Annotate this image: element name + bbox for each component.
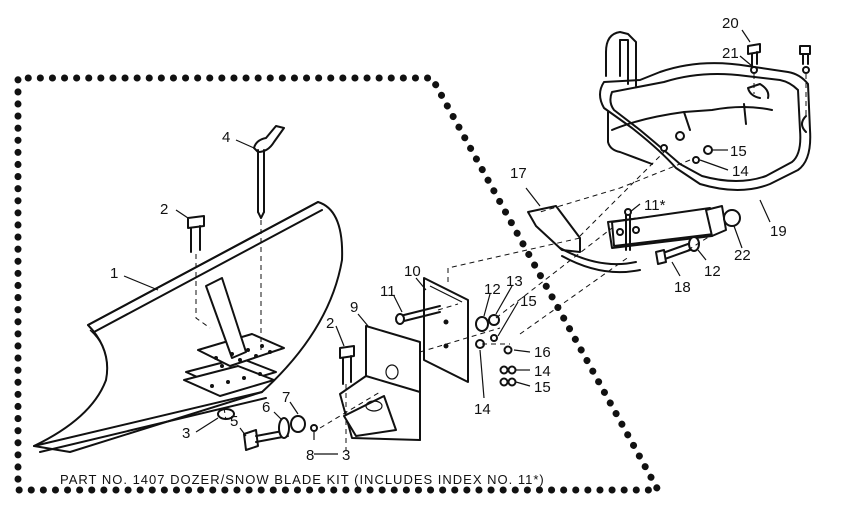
callout-15-plate: 15 xyxy=(520,293,537,310)
callout-16: 16 xyxy=(534,344,551,361)
callout-8: 8 xyxy=(306,447,314,464)
hitch-frame xyxy=(599,31,812,191)
callout-2-blade: 2 xyxy=(160,201,168,218)
pin-11-star xyxy=(624,208,632,251)
bolt-right-top xyxy=(799,45,811,74)
bolt-18 xyxy=(655,236,700,265)
blade-bracket xyxy=(339,325,421,441)
blade-mount-plates xyxy=(183,277,285,397)
callout-15-frame: 15 xyxy=(730,143,747,160)
assembly-centerlines xyxy=(195,74,807,450)
callout-17: 17 xyxy=(510,165,527,182)
callout-11-star: 11* xyxy=(644,197,666,214)
callout-10: 10 xyxy=(404,263,421,280)
callout-14-frame: 14 xyxy=(732,163,749,180)
leader-lines xyxy=(123,29,771,455)
callout-7: 7 xyxy=(282,389,290,406)
dozer-blade xyxy=(33,201,344,453)
callout-labels: 1 2 4 3 5 6 7 8 2 3 9 10 11 12 13 15 14 … xyxy=(110,15,787,464)
callout-4: 4 xyxy=(222,129,230,146)
callout-3-right: 3 xyxy=(342,447,350,464)
washer-stack xyxy=(499,345,517,387)
kit-boundary-dotted xyxy=(14,74,664,494)
plate-hardware xyxy=(475,314,500,349)
bolt-2-bracket xyxy=(339,345,355,385)
callout-11: 11 xyxy=(380,283,396,300)
bolt-11 xyxy=(395,305,441,325)
kit-caption: PART NO. 1407 DOZER/SNOW BLADE KIT (INCL… xyxy=(60,472,545,487)
bolt-20 xyxy=(747,43,761,74)
callout-12-arm: 12 xyxy=(704,263,721,280)
washer-15-14-frame xyxy=(692,145,713,164)
callout-14-stack: 14 xyxy=(534,363,551,380)
callout-3-left: 3 xyxy=(182,425,190,442)
callout-20: 20 xyxy=(722,15,739,32)
callout-9: 9 xyxy=(350,299,358,316)
push-arm xyxy=(527,205,741,274)
callout-1: 1 xyxy=(110,265,118,282)
callout-5: 5 xyxy=(230,413,238,430)
lower-hardware xyxy=(217,408,318,451)
callout-21: 21 xyxy=(722,45,739,62)
blade-rod xyxy=(253,125,285,219)
callout-15-stack: 15 xyxy=(534,379,551,396)
mounting-plate xyxy=(423,277,469,383)
callout-22: 22 xyxy=(734,247,751,264)
callout-2-bracket: 2 xyxy=(326,315,334,332)
callout-18: 18 xyxy=(674,279,691,296)
callout-19: 19 xyxy=(770,223,787,240)
callout-12-plate: 12 xyxy=(484,281,501,298)
callout-14-plate: 14 xyxy=(474,401,491,418)
callout-13: 13 xyxy=(506,273,523,290)
bolt-2-blade xyxy=(187,215,205,253)
callout-6: 6 xyxy=(262,399,270,416)
